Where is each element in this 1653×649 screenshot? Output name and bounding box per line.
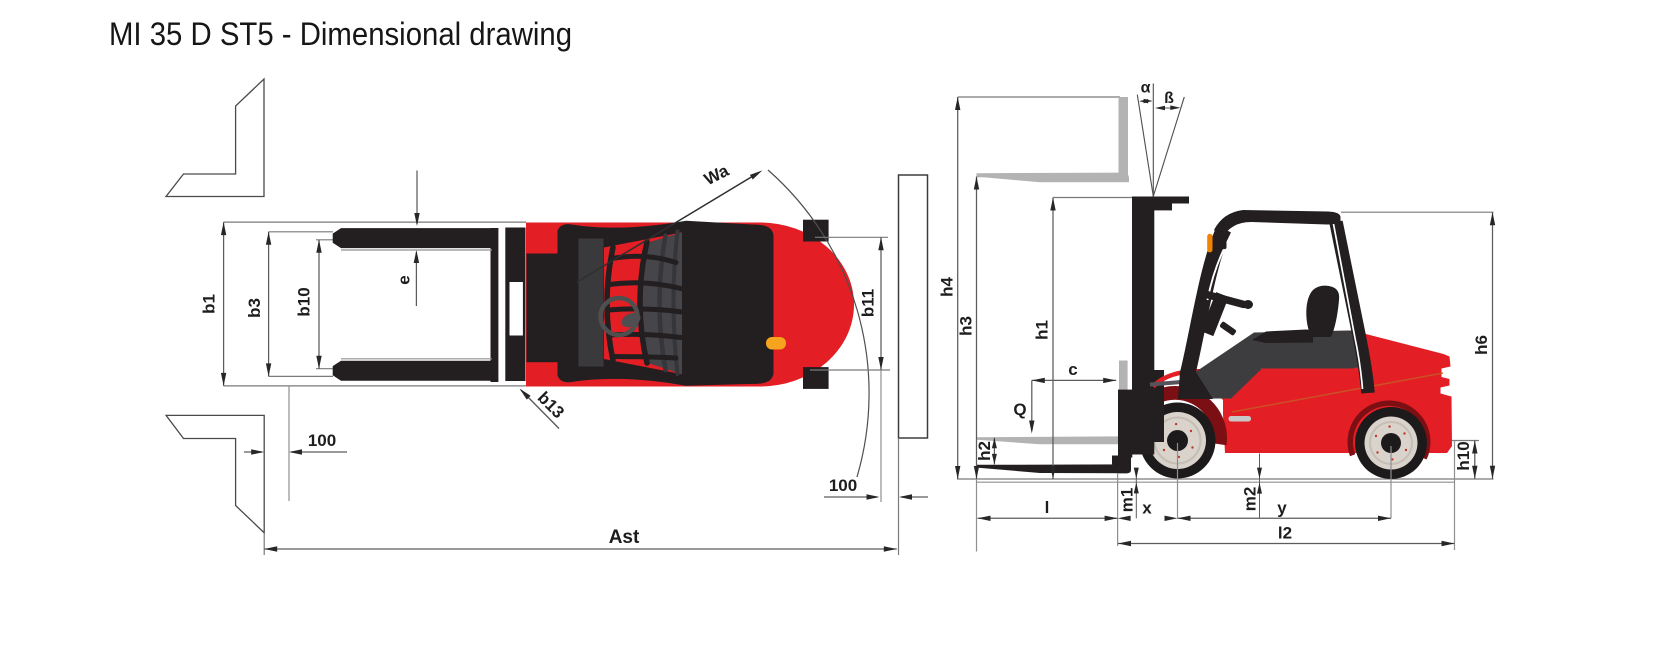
svg-text:100: 100 [308,431,336,450]
svg-text:l2: l2 [1278,524,1292,543]
svg-text:m2: m2 [1240,487,1259,512]
svg-text:h10: h10 [1454,441,1473,470]
svg-text:y: y [1277,499,1287,518]
svg-text:e: e [395,275,414,284]
svg-text:b3: b3 [245,298,264,318]
svg-text:h2: h2 [975,441,994,461]
svg-text:m1: m1 [1117,488,1136,513]
svg-text:MI 35 D ST5 - Dimensional draw: MI 35 D ST5 - Dimensional drawing [109,15,572,52]
svg-text:b1: b1 [200,294,219,314]
svg-text:b11: b11 [859,289,878,317]
svg-text:h6: h6 [1472,335,1491,355]
svg-text:b10: b10 [295,287,314,316]
svg-text:l: l [1045,498,1050,517]
svg-text:h1: h1 [1033,320,1052,340]
svg-text:h3: h3 [957,316,976,336]
svg-text:α: α [1141,80,1151,97]
svg-text:c: c [1068,360,1077,379]
svg-text:x: x [1142,499,1152,518]
svg-text:ß: ß [1164,90,1174,107]
svg-text:h4: h4 [938,277,957,297]
svg-text:Q: Q [1013,400,1026,419]
svg-text:100: 100 [829,476,857,495]
svg-text:Ast: Ast [609,527,640,548]
